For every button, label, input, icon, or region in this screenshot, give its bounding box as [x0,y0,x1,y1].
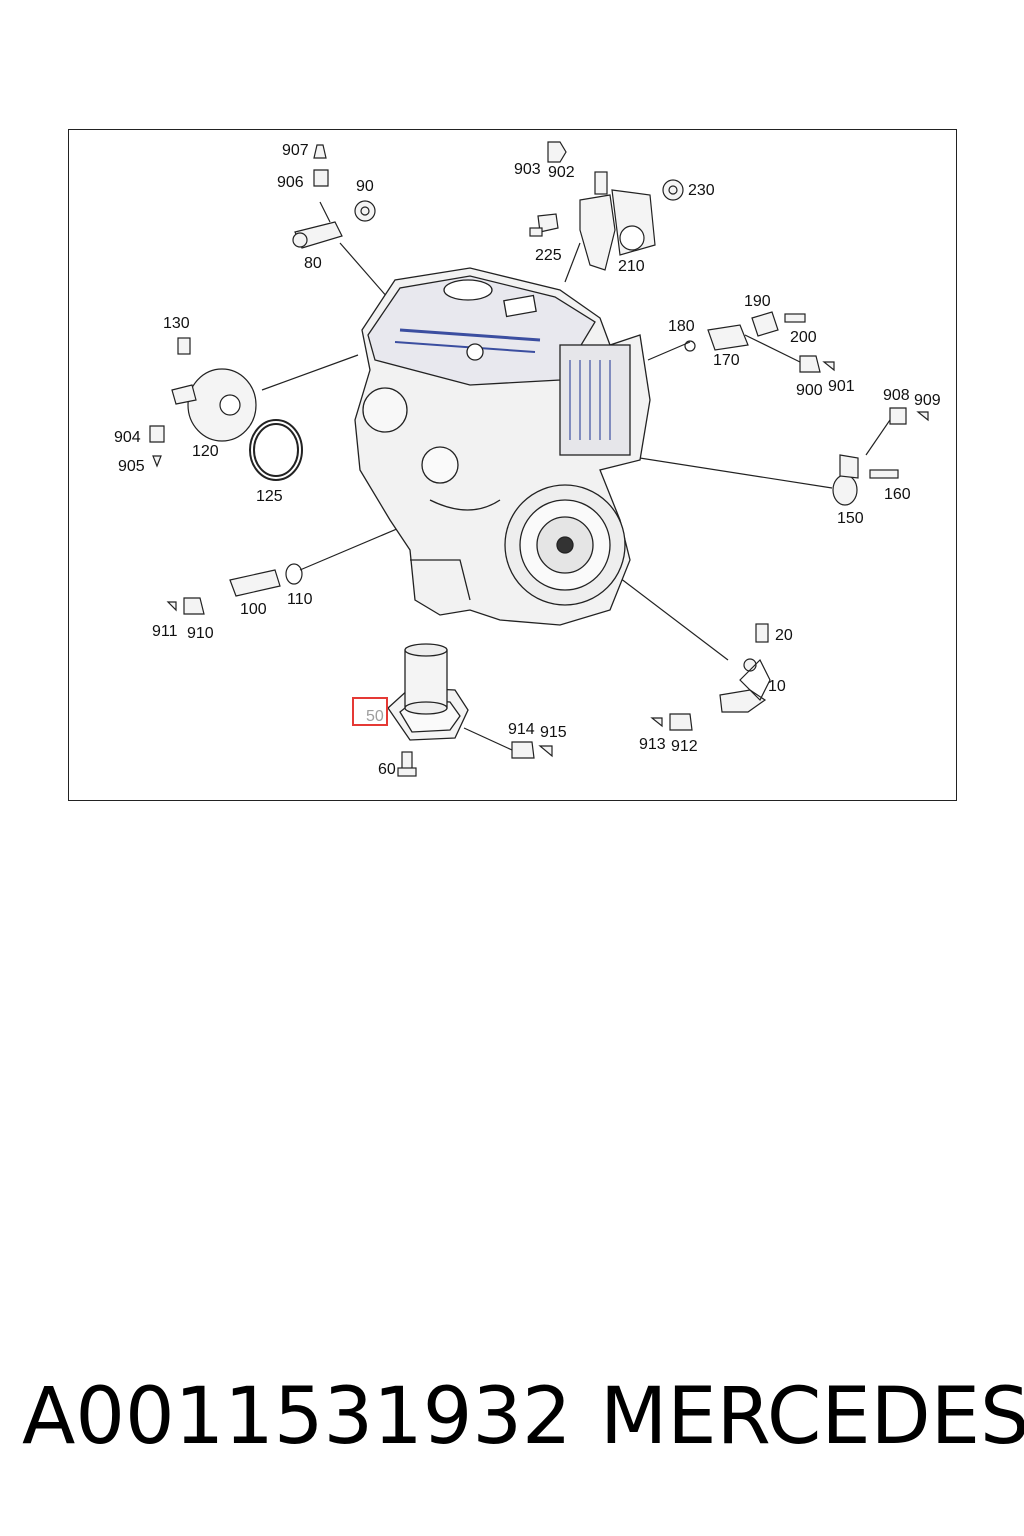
part-150-knock-sensor [832,407,929,506]
part-170-sensor [684,311,835,373]
callout-20: 20 [775,627,793,644]
callout-125: 125 [256,488,283,505]
callout-190: 190 [744,293,771,310]
callout-913: 913 [639,736,666,753]
callout-170: 170 [713,352,740,369]
engine-assembly [354,267,651,626]
callout-160: 160 [884,486,911,503]
callout-230: 230 [688,182,715,199]
callout-210: 210 [618,258,645,275]
part-90-nut [354,200,376,222]
part-914-connector [511,741,553,759]
callout-10: 10 [768,678,786,695]
callout-906: 906 [277,174,304,191]
callout-901: 901 [828,378,855,395]
callout-908: 908 [883,387,910,404]
callout-910: 910 [187,625,214,642]
callout-900: 900 [796,382,823,399]
callout-915: 915 [540,724,567,741]
callout-200: 200 [790,329,817,346]
part-number: A0011531932 [22,1372,572,1462]
leader-line [564,242,581,283]
callout-150: 150 [837,510,864,527]
leader-line [619,577,729,661]
diagram-frame [68,129,957,801]
part-230-nut [662,179,684,201]
callout-90: 90 [356,178,374,195]
leader-line [647,341,691,361]
leader-line [319,201,331,223]
brand-name: MERCEDES [600,1372,1024,1462]
callout-180: 180 [668,318,695,335]
part-210-valve [547,141,656,271]
highlight-box[interactable] [352,697,388,726]
callout-914: 914 [508,721,535,738]
leader-line [463,727,513,751]
leader-line [607,452,833,489]
leader-line [261,354,359,391]
callout-110: 110 [287,591,313,608]
callout-80: 80 [304,255,322,272]
footer-caption: A0011531932 MERCEDES [22,1372,1024,1462]
part-100-sensor [166,563,303,615]
callout-904: 904 [114,429,141,446]
leader-line [339,242,389,299]
callout-903: 903 [514,161,541,178]
callout-225: 225 [535,247,562,264]
callout-905: 905 [118,458,145,475]
callout-120: 120 [192,443,219,460]
callout-902: 902 [548,164,575,181]
callout-130: 130 [163,315,190,332]
part-80-sensor [292,144,343,249]
callout-912: 912 [671,738,698,755]
callout-907: 907 [282,142,309,159]
part-50-oil-filter [387,643,469,741]
callout-100: 100 [240,601,267,618]
callout-911: 911 [152,623,178,640]
part-225-bolt [529,213,559,237]
leader-line [744,334,801,363]
callout-60: 60 [378,761,396,778]
callout-909: 909 [914,392,941,409]
leader-line [865,419,891,456]
callout-50: 50 [366,708,384,725]
part-125-ring [249,419,303,481]
part-10-sensor [650,623,771,731]
part-120-actuator [149,337,257,468]
part-60-bolt [397,751,417,777]
